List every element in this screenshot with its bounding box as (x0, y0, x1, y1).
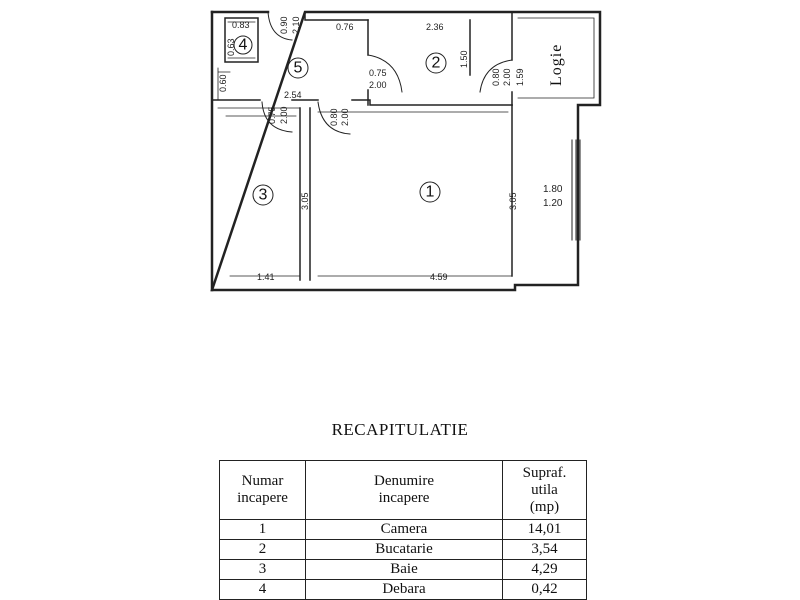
row-area: 0,42 (502, 579, 587, 600)
header-numar-incapere: Numar incapere (219, 460, 306, 520)
room-label-5: 5 (294, 60, 303, 77)
dim-2-00-logie: 2.00 (502, 68, 512, 86)
dim-3-05-room3: 3.05 (300, 192, 310, 210)
camera-door-swing (317, 101, 351, 135)
dim-2-00-bath: 2.00 (279, 106, 289, 124)
row-name: Camera (305, 519, 503, 540)
room-marker-3 (252, 184, 274, 206)
dim-2-36: 2.36 (426, 22, 444, 32)
outer-wall (210, 10, 602, 292)
floor-plan: 4 5 2 3 1 Logie 0.90 2.10 0.76 2.36 0.83… (210, 10, 602, 292)
room-label-3: 3 (259, 187, 268, 204)
dim-1-80-window: 1.80 (543, 184, 563, 195)
hall-top-wall (304, 11, 369, 21)
dim-1-50: 1.50 (459, 50, 469, 68)
room-label-4: 4 (239, 37, 248, 54)
dim-3-05-room1: 3.05 (508, 192, 518, 210)
dim-1-59: 1.59 (515, 68, 525, 86)
dim-2-54: 2.54 (284, 90, 302, 100)
dim-0-75-bath: 0.75 (267, 106, 277, 124)
dim-1-41: 1.41 (257, 272, 275, 282)
dim-2-00-camera: 2.00 (340, 108, 350, 126)
header-col1-line2: incapere (237, 490, 288, 506)
row-area: 4,29 (502, 559, 587, 580)
header-denumire-incapere: Denumire incapere (305, 460, 503, 520)
dim-0-80-camera: 0.80 (329, 108, 339, 126)
room-marker-1 (419, 181, 441, 203)
bath-door-swing (261, 101, 293, 133)
row-num: 3 (219, 559, 306, 580)
room-label-1: 1 (426, 184, 435, 201)
header-col1-line1: Numar (241, 473, 284, 489)
dim-0-90: 0.90 (279, 16, 289, 34)
dim-1-20-window: 1.20 (543, 198, 563, 209)
dim-0-76: 0.76 (336, 22, 354, 32)
dim-0-75-kitchen: 0.75 (369, 68, 387, 78)
room-marker-2 (425, 52, 447, 74)
corridor-notch (217, 67, 231, 101)
table-row: 2 Bucatarie 3,54 (219, 539, 587, 560)
row-name: Bucatarie (305, 539, 503, 560)
header-col3-line1: Supraf. (522, 464, 567, 481)
room4-inner (227, 21, 256, 59)
row-area: 3,54 (502, 539, 587, 560)
row-area: 14,01 (502, 519, 587, 540)
table-row: 3 Baie 4,29 (219, 559, 587, 580)
recap-header-row: Numar incapere Denumire incapere Supraf.… (219, 460, 587, 520)
row-num: 1 (219, 519, 306, 540)
dim-2-00-kitchen: 2.00 (369, 80, 387, 90)
logie-inner (517, 17, 595, 99)
recap-table: Numar incapere Denumire incapere Supraf.… (219, 460, 587, 600)
hall-bottom-wall (211, 99, 513, 106)
dim-0-63: 0.63 (226, 38, 236, 56)
header-col2-line1: Denumire (374, 473, 434, 489)
dim-0-80-logie: 0.80 (491, 68, 501, 86)
table-row: 4 Debara 0,42 (219, 579, 587, 600)
dim-0-60: 0.60 (218, 74, 228, 92)
table-row: 1 Camera 14,01 (219, 519, 587, 540)
header-col2-line2: incapere (378, 490, 430, 506)
header-col3-line2: utila (531, 481, 558, 498)
partition-wall (299, 107, 311, 281)
dim-4-59: 4.59 (430, 272, 448, 282)
room-label-2: 2 (432, 55, 441, 72)
kitchen-door-swing (367, 54, 403, 93)
header-col3-line3: (mp) (529, 498, 560, 515)
row-name: Baie (305, 559, 503, 580)
window-right (571, 139, 581, 241)
row-num: 4 (219, 579, 306, 600)
header-suprafata-utila: Supraf. utila (mp) (502, 460, 587, 520)
dim-2-10: 2.10 (291, 16, 301, 34)
room-marker-4 (233, 35, 253, 55)
logie-label: Logie (548, 44, 565, 86)
dim-0-83: 0.83 (232, 20, 250, 30)
logie-door-swing (479, 59, 513, 93)
row-num: 2 (219, 539, 306, 560)
room4-walls (224, 17, 259, 63)
row-name: Debara (305, 579, 503, 600)
recap-title: RECAPITULATIE (331, 420, 469, 439)
entry-door-swing (267, 11, 293, 41)
room-marker-5 (287, 57, 309, 79)
